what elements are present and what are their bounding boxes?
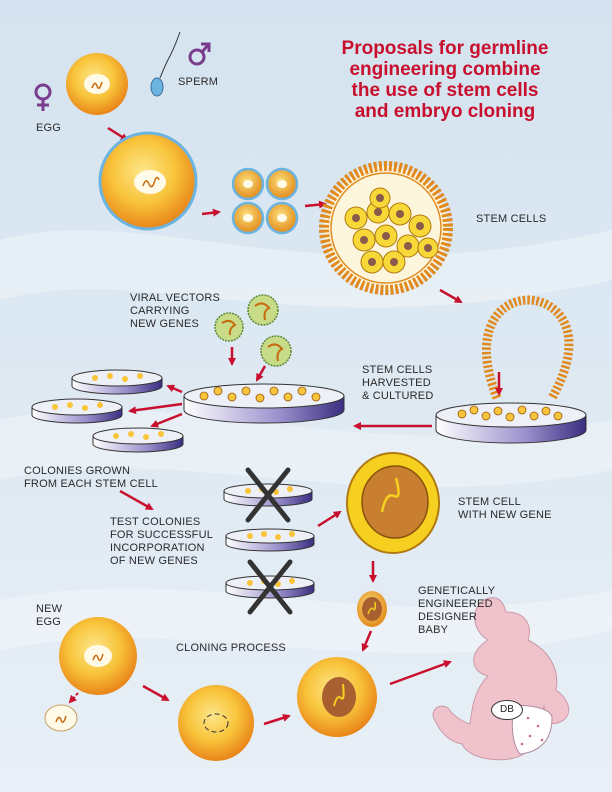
arrow-to-colony-1 xyxy=(166,384,183,394)
label-viral-vectors: VIRAL VECTORS CARRYING NEW GENES xyxy=(130,292,220,331)
label-test-line: TEST COLONIES xyxy=(110,516,201,528)
colony-dish-2 xyxy=(31,398,123,424)
arrow-4cell-to-blastocyst xyxy=(304,200,327,209)
designer-initials-badge: DB xyxy=(491,700,523,720)
label-test-line: FOR SUCCESSFUL xyxy=(110,529,214,541)
label-viral-vectors-line: VIRAL VECTORS xyxy=(130,292,221,304)
label-designer-baby: GENETICALLY ENGINEERED DESIGNER BABY xyxy=(418,585,495,637)
arrow-virus-2 xyxy=(255,365,267,382)
label-cloning-process: CLONING PROCESS xyxy=(176,642,286,654)
arrow-to-colony-2 xyxy=(128,402,183,415)
culture-dish xyxy=(183,383,345,424)
viral-vector-3 xyxy=(260,335,292,367)
harvest-dish xyxy=(435,402,587,444)
label-test-line: OF NEW GENES xyxy=(110,555,198,567)
label-new-egg-line: NEW xyxy=(36,603,63,615)
arrow-colonies-to-test xyxy=(119,489,154,511)
label-test-line: INCORPORATION xyxy=(110,542,205,554)
label-colonies-line: COLONIES GROWN xyxy=(24,465,131,477)
trophoblast-ring xyxy=(482,295,574,401)
label-baby-line: BABY xyxy=(418,624,449,636)
label-baby-line: DESIGNER xyxy=(418,611,478,623)
label-test-colonies: TEST COLONIES FOR SUCCESSFUL INCORPORATI… xyxy=(110,516,213,568)
label-new-egg-line: EGG xyxy=(36,616,62,628)
x-mark-icon xyxy=(245,467,291,523)
fertilized-egg xyxy=(98,131,198,231)
label-stem-cell-gene: STEM CELL WITH NEW GENE xyxy=(458,496,552,522)
cloned-embryo xyxy=(297,657,377,737)
label-baby-line: ENGINEERED xyxy=(418,598,493,610)
blastocyst xyxy=(319,161,453,295)
arrow-to-clone-egg xyxy=(361,630,373,652)
label-new-egg: NEW EGG xyxy=(36,603,62,629)
label-harvested-line: STEM CELLS xyxy=(362,364,433,376)
arrow-blastocyst-to-ring xyxy=(439,288,463,304)
label-stem-cell-gene-line: WITH NEW GENE xyxy=(458,509,552,521)
label-viral-vectors-line: CARRYING xyxy=(130,305,190,317)
title-line-2: engineering combine xyxy=(349,59,541,80)
arrow-egg-to-enucleated xyxy=(142,684,170,702)
small-nucleus-cell xyxy=(357,591,387,627)
title-line-3: the use of stem cells xyxy=(351,80,539,101)
egg-cell xyxy=(66,53,128,115)
label-harvested-line: HARVESTED xyxy=(362,377,431,389)
designer-baby xyxy=(432,597,570,761)
x-mark-icon xyxy=(247,559,293,615)
label-viral-vectors-line: NEW GENES xyxy=(130,318,200,330)
viral-vector-2 xyxy=(214,312,244,342)
title-line-4: and embryo cloning xyxy=(354,101,536,122)
arrow-test-to-stemcell xyxy=(317,510,342,528)
arrow-zygote-to-4cell xyxy=(201,208,221,217)
label-stem-cells: STEM CELLS xyxy=(476,213,547,225)
test-dish-successful xyxy=(225,528,315,552)
label-egg: EGG xyxy=(36,122,62,134)
label-baby-line: GENETICALLY xyxy=(418,585,496,597)
removed-nucleus xyxy=(44,704,78,732)
new-egg xyxy=(59,617,137,695)
viral-vector-1 xyxy=(247,294,279,326)
label-harvested-line: & CULTURED xyxy=(362,390,434,402)
test-dish-rejected-2 xyxy=(225,559,315,615)
stem-cell-new-gene xyxy=(346,452,440,554)
title-line-1: Proposals for germline xyxy=(341,38,549,59)
arrow-to-baby xyxy=(389,660,452,686)
dna-squiggle-icon xyxy=(91,81,103,89)
sperm-icon xyxy=(150,31,181,97)
diagram-title: Proposals for germline engineering combi… xyxy=(300,38,590,122)
label-sperm: SPERM xyxy=(178,76,219,88)
label-harvested: STEM CELLS HARVESTED & CULTURED xyxy=(362,364,433,403)
arrow-nucleus-removed xyxy=(68,692,79,704)
four-cell-embryo xyxy=(231,167,299,235)
female-symbol-icon xyxy=(34,83,52,111)
test-dish-rejected-1 xyxy=(223,467,313,523)
arrow-to-cloned-embryo xyxy=(263,714,291,726)
label-colonies: COLONIES GROWN FROM EACH STEM CELL xyxy=(24,465,158,491)
label-colonies-line: FROM EACH STEM CELL xyxy=(24,478,158,490)
male-symbol-icon xyxy=(188,42,211,66)
colony-dish-3 xyxy=(92,427,184,453)
colony-dish-1 xyxy=(71,369,163,395)
enucleated-egg xyxy=(178,685,254,761)
label-stem-cell-gene-line: STEM CELL xyxy=(458,496,521,508)
arrow-to-colony-3 xyxy=(150,412,183,428)
